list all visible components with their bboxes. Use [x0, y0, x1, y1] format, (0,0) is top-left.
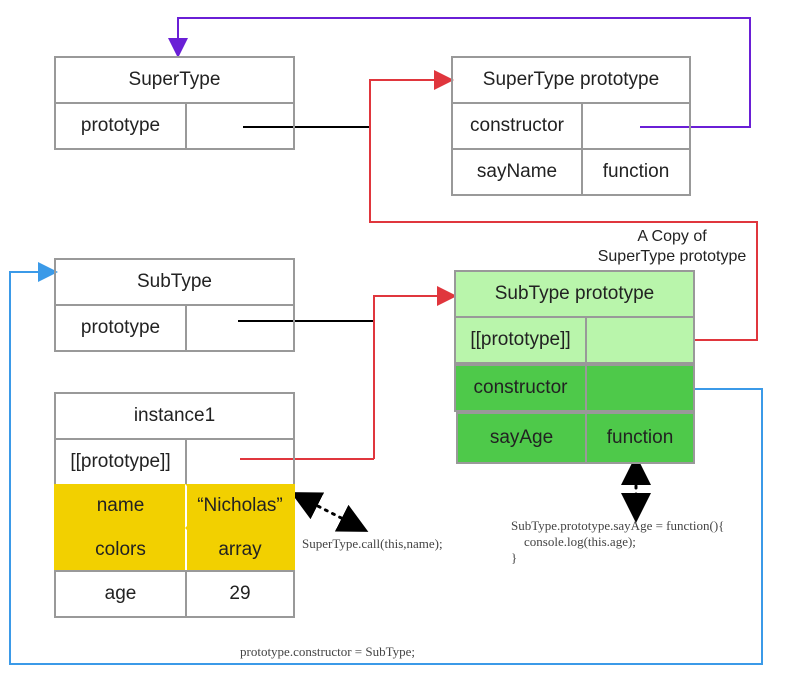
instance1-title: instance1 [54, 392, 295, 440]
instance1-colors-key: colors [54, 528, 187, 572]
supertype-prototype-constructor-value [581, 102, 691, 150]
supertype-box: SuperType prototype [54, 56, 295, 150]
subtype-prototype-key: prototype [54, 304, 187, 352]
subtype-prototype-value [185, 304, 295, 352]
instance1-name-key: name [54, 484, 187, 528]
supertype-call-note: SuperType.call(this,name); [302, 536, 443, 551]
supertype-prototype-key: prototype [54, 102, 187, 150]
supertype-prototype-sayname-value: function [581, 148, 691, 196]
constructor-to-supertype-arrow [168, 17, 751, 128]
copy-of-supertype-prototype-label: A Copy of SuperType prototype [582, 227, 762, 267]
subtype-prototype-title: SubType prototype [454, 270, 695, 318]
constructor-assign-note: prototype.constructor = SubType; [240, 644, 416, 659]
supertype-prototype-title: SuperType prototype [451, 56, 691, 104]
copy-label-line1: A Copy of [637, 228, 707, 245]
instance1-proto-value [185, 438, 295, 486]
subtype-prototype-sayage-value: function [585, 412, 695, 464]
constructor-to-subtype-arrow [9, 262, 763, 665]
subtype-prototype-proto-key: [[prototype]] [454, 316, 587, 364]
sayage-code-note: SubType.prototype.sayAge = function(){ c… [511, 518, 725, 565]
subtype-prototype-proto-value [585, 316, 695, 364]
subtype-prototype-constructor-key: constructor [454, 364, 587, 412]
instance1-proto-key: [[prototype]] [54, 438, 187, 486]
subtype-box: SubType prototype [54, 258, 295, 352]
instance1-age-value: 29 [185, 570, 295, 618]
copy-of-supertype-prototype-link [369, 127, 758, 341]
supertype-prototype-value [185, 102, 295, 150]
supertype-prototype-sayname-key: sayName [451, 148, 583, 196]
instance1-box: instance1 [[prototype]] name “Nicholas” … [54, 392, 295, 618]
copy-label-line2: SuperType prototype [597, 248, 747, 265]
instance1-name-value: “Nicholas” [185, 484, 295, 528]
supertype-call-dotted-arrow [290, 492, 369, 532]
subtype-prototype-constructor-value [585, 364, 695, 412]
supertype-prototype-box: SuperType prototype constructor sayName … [451, 56, 691, 196]
instance1-colors-value: array [185, 528, 295, 572]
supertype-prototype-link [369, 70, 454, 127]
supertype-prototype-constructor-key: constructor [451, 102, 583, 150]
subtype-prototype-box: SubType prototype [[prototype]] construc… [454, 270, 695, 464]
subtype-title: SubType [54, 258, 295, 306]
subtype-prototype-link [373, 286, 457, 459]
supertype-title: SuperType [54, 56, 295, 104]
instance1-age-key: age [54, 570, 187, 618]
subtype-prototype-sayage-key: sayAge [456, 412, 587, 464]
